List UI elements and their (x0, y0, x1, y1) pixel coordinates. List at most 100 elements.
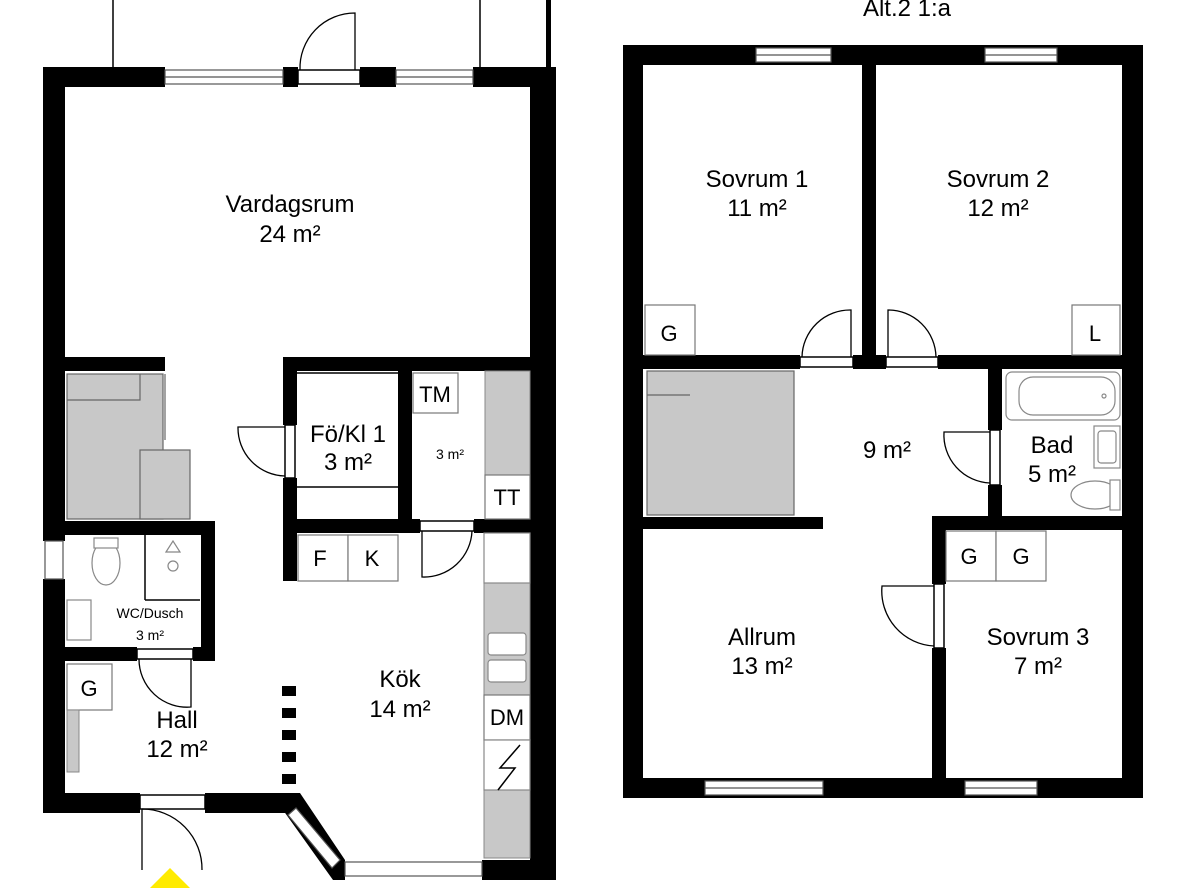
kitchen-cabinet-top (483, 532, 531, 584)
sovrum3-area: 7 m² (1014, 653, 1062, 680)
plan-title: Alt.2 1:a (863, 0, 952, 22)
fixture-s3-g-2: G (1012, 544, 1029, 569)
divider-dot-5 (282, 774, 296, 784)
fixture-dm: DM (490, 705, 524, 730)
outer-wall-top-left (43, 67, 165, 87)
sovrum2-door-frame (885, 356, 939, 368)
bad-door-frame (989, 429, 1001, 486)
fokl-area: 3 m² (324, 449, 372, 476)
sink-1 (487, 632, 527, 656)
wall-stair-bottom (643, 517, 823, 529)
s3-g-box-2 (995, 530, 1047, 582)
tm-door-swing (421, 530, 473, 578)
wall-fokl-bottom (283, 519, 420, 533)
upper-wall-top (623, 45, 1143, 65)
bathtub-inner (1018, 376, 1116, 416)
tm-door-frame (419, 520, 475, 532)
wall-bad-left-top (988, 355, 1002, 430)
wc-name: WC/Dusch (117, 605, 184, 621)
wall-wc-bottom-left (65, 647, 137, 661)
wc-door-frame (136, 648, 194, 660)
outer-wall-bottom-left (43, 793, 140, 813)
fixture-tm: TM (419, 382, 451, 407)
hall-g-box (66, 663, 113, 711)
wall-s1-bottom (643, 355, 800, 369)
fixture-s3-g-1: G (960, 544, 977, 569)
upper-wall-left (623, 45, 643, 798)
wc-shower-drain (167, 560, 179, 572)
fixture-k: K (365, 546, 380, 571)
entrance-door-frame (139, 794, 206, 810)
terrace-door-swing (299, 12, 356, 71)
sovrum1-door-frame (799, 356, 854, 368)
tm-box (412, 372, 459, 414)
wc-sink (66, 599, 92, 641)
staircase-upper (646, 370, 795, 516)
bad-toilet-tank (1109, 479, 1121, 511)
divider-dot-2 (282, 708, 296, 718)
divider-dot-1 (282, 686, 296, 696)
outer-wall-bottom-right (482, 860, 556, 880)
tt-box (484, 474, 531, 520)
allrum-name: Allrum (728, 624, 796, 651)
sovrum1-name: Sovrum 1 (706, 166, 809, 193)
sovrum2-name: Sovrum 2 (947, 166, 1050, 193)
wall-tm-bottom (474, 519, 530, 533)
staircase-ground-lower (139, 449, 191, 520)
fokl-door-swing (237, 426, 286, 477)
upper-floor: G L G G Sovrum 1 11 m² Sovrum 2 12 m² 9 … (623, 45, 1143, 798)
wall-fokl-left (283, 357, 297, 425)
bad-door-swing (943, 431, 991, 484)
wall-s2-bottom (938, 355, 1122, 369)
sovrum3-name: Sovrum 3 (987, 624, 1090, 651)
fokl-name: Fö/Kl 1 (310, 421, 386, 448)
sovrum1-door-swing (801, 309, 852, 358)
tm-room-area: 3 m² (436, 446, 464, 462)
bathtub-drain (1101, 393, 1107, 399)
wall-wc-bottom-right (193, 647, 215, 661)
divider-dot-4 (282, 752, 296, 762)
bad-area: 5 m² (1028, 461, 1076, 488)
outer-wall-right (530, 67, 556, 880)
fixture-hall-g: G (80, 676, 97, 701)
s3-g-box-1 (945, 530, 997, 582)
outer-wall-left-top (43, 67, 65, 541)
fixture-s1-g: G (660, 321, 677, 346)
bad-name: Bad (1031, 432, 1074, 459)
wall-mid-stub (853, 355, 886, 369)
vardagsrum-name: Vardagsrum (226, 191, 355, 218)
sovrum1-area: 11 m² (727, 195, 787, 222)
f-box (297, 534, 349, 582)
window-bay (287, 807, 341, 869)
window-bottom-kok (344, 861, 483, 877)
kok-area: 14 m² (369, 696, 430, 723)
terrace-post (546, 0, 551, 68)
allrum-area: 13 m² (731, 653, 792, 680)
entrance-door-swing (141, 808, 203, 871)
sovrum2-area: 12 m² (967, 195, 1028, 222)
hallway-area: 9 m² (863, 437, 911, 464)
ground-floor: TM TT F K DM WC/Dusch (43, 0, 556, 888)
wall-s3-left-top (932, 516, 946, 584)
divider-dot-3 (282, 730, 296, 740)
wall-bad-bottom (932, 516, 1122, 530)
fixture-s2-l: L (1089, 321, 1101, 346)
wc-shower-head (164, 539, 182, 553)
dm-box (483, 694, 531, 741)
bad-sink-inner (1097, 430, 1117, 464)
entrance-marker (150, 868, 190, 888)
wall-stair-top (65, 357, 165, 371)
stove-symbol (497, 744, 521, 791)
outer-wall-top-mid2 (360, 67, 396, 87)
hall-name: Hall (156, 707, 197, 734)
sovrum3-door-frame (933, 583, 945, 649)
s1-g-box (644, 304, 696, 356)
hall-wardrobe (66, 709, 80, 773)
kok-name: Kök (379, 666, 421, 693)
outer-wall-bottom-mid (205, 793, 290, 813)
wc-door-swing (138, 658, 192, 708)
wc-toilet-tank (93, 537, 119, 549)
wall-wc-right (201, 521, 215, 661)
s2-l-box (1071, 304, 1121, 356)
wall-fokl-right (398, 357, 412, 521)
